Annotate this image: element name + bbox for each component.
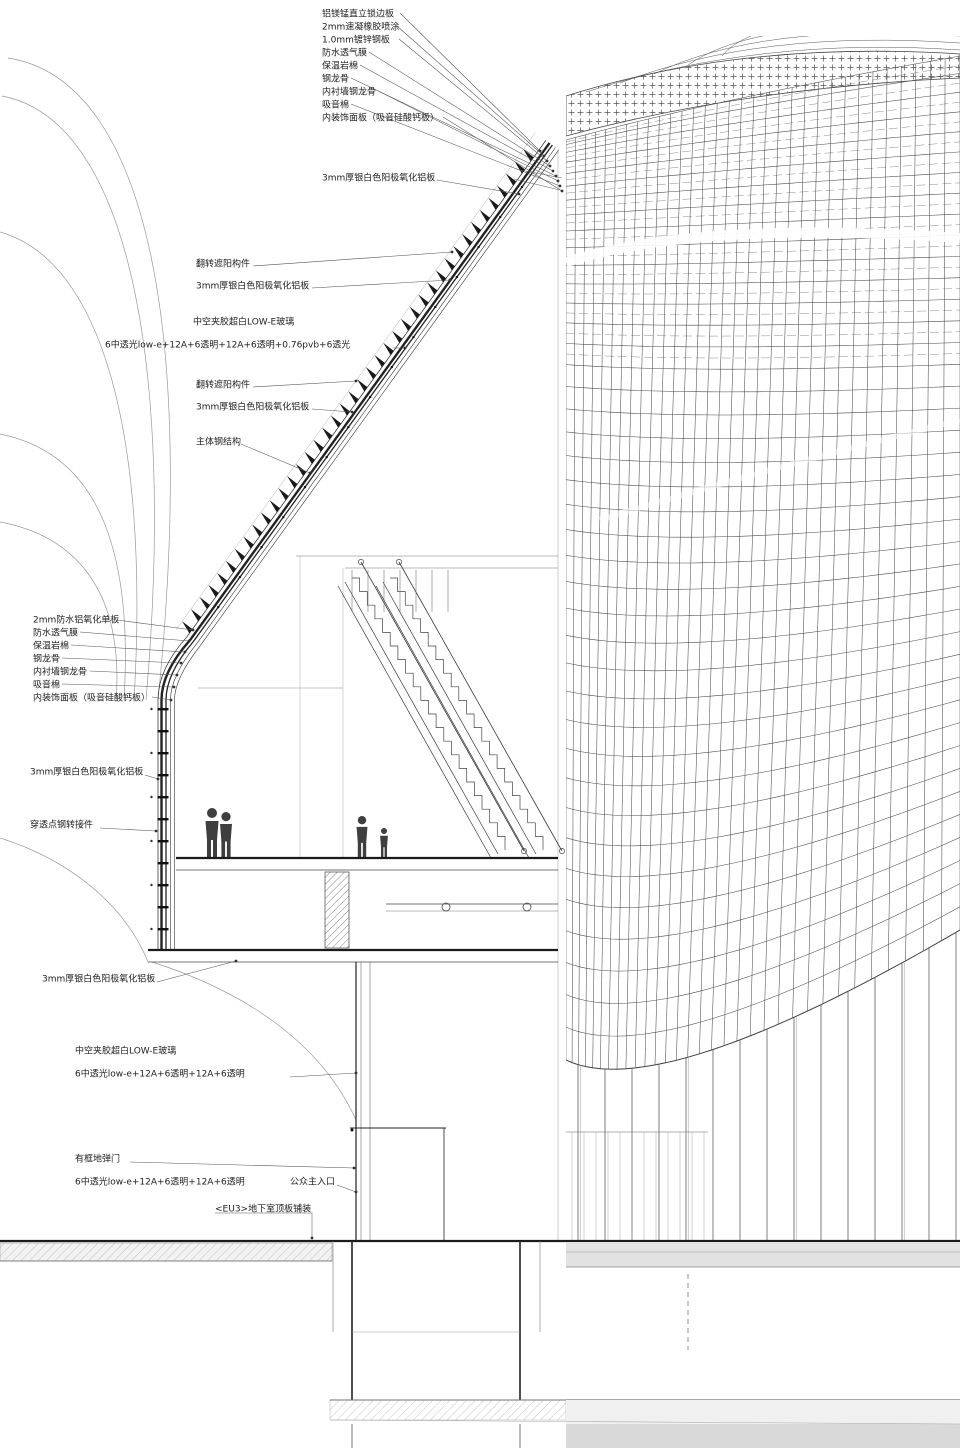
leader-line [311, 408, 353, 413]
wall-section-detail [0, 57, 565, 1241]
roof-layer-steel-keel: 钢龙骨 [322, 73, 349, 85]
callout-framed-door-spec: 6中透光low-e+12A+6透明+12A+6透明 [75, 1176, 245, 1188]
leader-line [350, 103, 561, 187]
leader-line [156, 960, 237, 983]
annotation-labels: 铝镁锰直立锁边板2mm速凝橡胶喷涂1.0mm镀锌钢板防水透气膜保温岩棉钢龙骨内衬… [30, 8, 439, 1215]
leader-line [252, 251, 453, 267]
leader-line [396, 25, 545, 157]
roof-layer-inner-panel: 内装饰面板（吸音硅酸钙板） [322, 112, 439, 124]
facade-gridshell-view [566, 36, 960, 1241]
roof-layer-standing-seam: 铝镁锰直立锁边板 [322, 8, 394, 20]
callout-main-steel: 主体钢结构 [196, 436, 241, 448]
leader-line [336, 1184, 357, 1193]
leader-line [215, 1212, 313, 1238]
callout-framed-door: 有框地弹门 [75, 1153, 120, 1165]
leader-line [442, 116, 563, 192]
callout-glass-bottom: 中空夹胶超白LOW-E玻璃 [75, 1045, 176, 1057]
wall-layer-alu-single-panel: 2mm防水铝氧化单板 [33, 614, 119, 626]
callout-anodized-panel-1: 3mm厚银白色阳极氧化铝板 [196, 280, 309, 292]
leader-line [377, 90, 559, 182]
callout-sunshade-1: 翻转遮阳构件 [196, 258, 250, 270]
leader-line [99, 827, 157, 832]
leader-line [116, 619, 194, 631]
callout-sunshade-2: 翻转遮阳构件 [196, 379, 250, 391]
leader-line [289, 1072, 357, 1078]
roof-layer-acoustic-cotton: 吸音棉 [322, 99, 349, 111]
leader-line [398, 38, 548, 162]
leader-line [240, 443, 311, 474]
leader-line [368, 51, 551, 167]
callout-public-entrance: 公众主入口 [290, 1176, 335, 1188]
wall-layer-membrane: 防水透气膜 [33, 627, 78, 639]
leader-line [61, 657, 182, 664]
leader-line [144, 774, 159, 780]
roof-layer-inner-keel: 内衬墙钢龙骨 [322, 86, 376, 98]
callout-anodized-panel-2: 3mm厚银白色阳极氧化铝板 [196, 401, 309, 413]
roof-layer-membrane: 防水透气膜 [322, 47, 367, 59]
callout-anodized-panel-top: 3mm厚银白色阳极氧化铝板 [322, 172, 435, 184]
leader-line [79, 631, 190, 642]
callout-glass-top: 中空夹胶超白LOW-E玻璃 [193, 316, 294, 328]
leader-line [61, 683, 175, 688]
callout-glass-top-spec: 6中透光low-e+12A+6透明+12A+6透明+0.76pvb+6透光 [105, 339, 350, 351]
leader-line [252, 380, 357, 388]
leader-line [151, 696, 172, 701]
callout-anodized-panel-4: 3mm厚银白色阳极氧化铝板 [42, 973, 155, 985]
callout-anodized-panel-3: 3mm厚银白色阳极氧化铝板 [30, 766, 143, 778]
roof-layer-rubber-spray: 2mm速凝橡胶喷涂 [322, 21, 399, 33]
ground-and-basement [0, 1239, 960, 1448]
roof-layer-galvanized-sheet: 1.0mm镀锌钢板 [322, 34, 390, 46]
wall-layer-inner-panel: 内装饰面板（吸音硅酸钙板） [33, 692, 150, 704]
leader-line [129, 1161, 355, 1169]
leader-line [311, 279, 451, 289]
callout-glass-bottom-spec: 6中透光low-e+12A+6透明+12A+6透明 [75, 1068, 245, 1080]
wall-layer-acoustic-cotton: 吸音棉 [33, 679, 60, 691]
wall-layer-inner-keel: 内衬墙钢龙骨 [33, 666, 87, 678]
callout-point-connector: 穿透点钢转接件 [30, 819, 93, 831]
annotation-leaders [61, 12, 564, 1240]
leader-line [89, 670, 178, 676]
leader-line [70, 644, 186, 653]
leader-line [399, 12, 541, 152]
leader-line [359, 64, 554, 172]
roof-layer-rockwool: 保温岩棉 [322, 60, 358, 72]
callout-basement-slab-paving: <EU3>地下室顶板铺装 [215, 1203, 311, 1215]
wall-layer-rockwool: 保温岩棉 [33, 640, 69, 652]
leader-line [436, 179, 520, 195]
wall-layer-steel-keel: 钢龙骨 [33, 653, 60, 665]
